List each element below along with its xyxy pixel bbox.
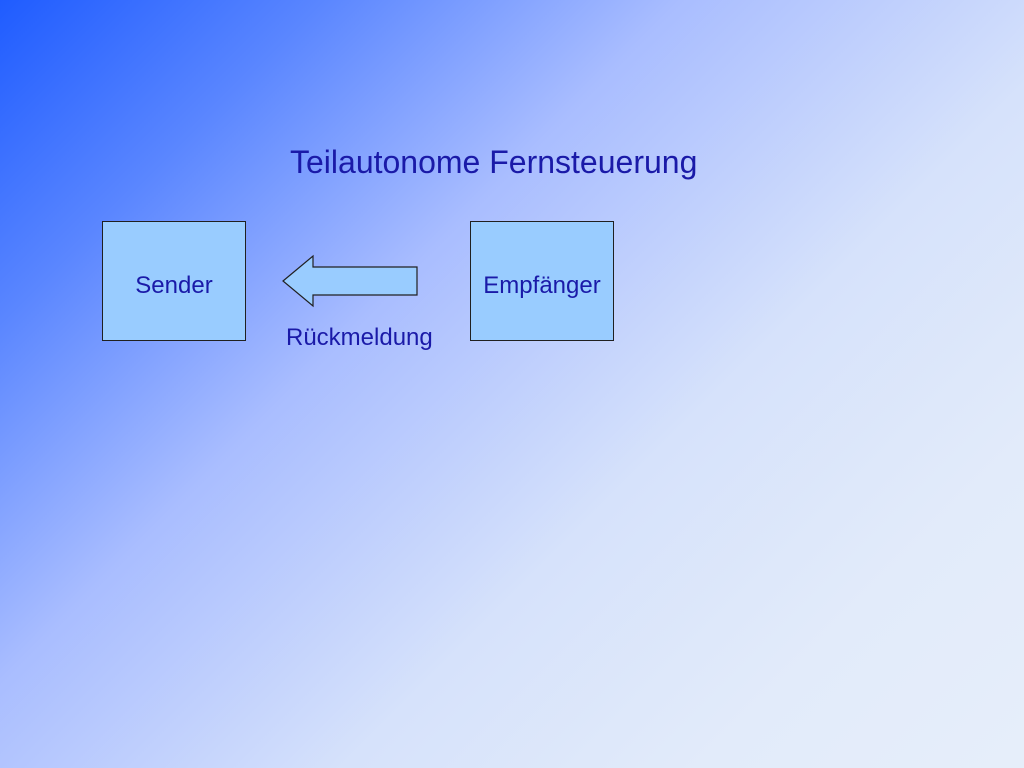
feedback-arrow-icon xyxy=(282,254,418,308)
receiver-label: Empfänger xyxy=(483,272,601,299)
sender-label: Sender xyxy=(135,272,213,299)
receiver-box: Empfänger xyxy=(470,221,614,341)
feedback-label: Rückmeldung xyxy=(286,324,433,351)
sender-box: Sender xyxy=(102,221,246,341)
slide-title: Teilautonome Fernsteuerung xyxy=(290,144,698,180)
